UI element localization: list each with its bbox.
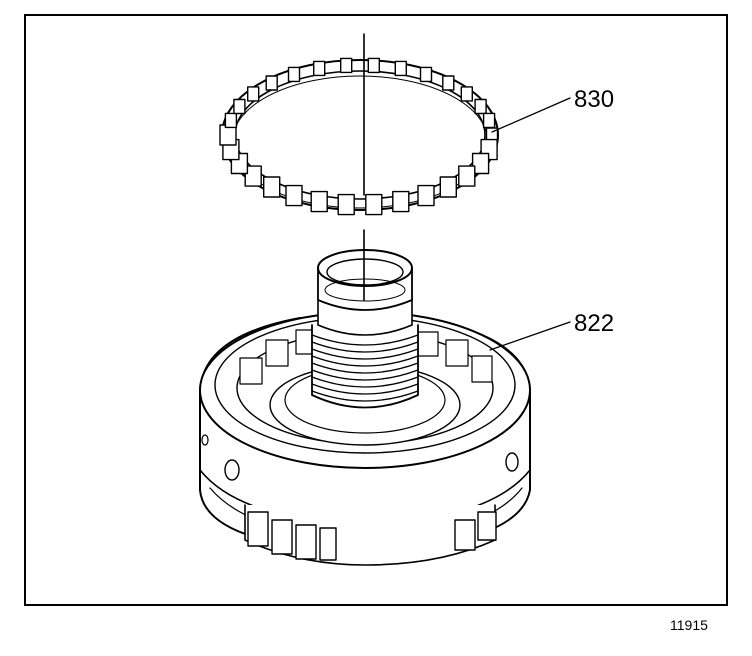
roller-block — [246, 86, 260, 102]
hub-thread — [311, 362, 419, 374]
roller-block — [285, 184, 303, 207]
roller-block — [340, 57, 353, 74]
callout-label-822: 822 — [574, 310, 615, 337]
hub-thread — [311, 376, 419, 388]
roller-block — [419, 66, 433, 83]
roller-block — [337, 193, 355, 216]
figure-number: 11915 — [670, 617, 708, 633]
roller-block — [482, 112, 496, 129]
callout-label-830: 830 — [574, 86, 615, 113]
roller-block — [263, 176, 281, 198]
roller-block — [313, 60, 326, 77]
roller-block — [394, 60, 407, 77]
roller-block — [233, 98, 246, 115]
roller-block — [392, 190, 410, 213]
leader-lines — [489, 97, 571, 351]
roller-block — [224, 112, 238, 129]
hub-thread — [311, 341, 419, 353]
roller-block — [367, 57, 380, 74]
roller-block — [442, 75, 455, 91]
leader-822 — [489, 321, 571, 351]
hub-thread — [311, 334, 419, 346]
roller-block — [365, 193, 383, 216]
hub-thread — [311, 390, 419, 402]
roller-block — [287, 66, 301, 83]
roller-block — [439, 176, 457, 198]
hub-thread — [311, 355, 419, 367]
leader-830 — [491, 97, 571, 133]
roller-clutch-ring — [219, 57, 499, 216]
hub-thread — [311, 383, 419, 395]
hub-thread — [311, 369, 419, 381]
clutch-housing — [199, 249, 531, 566]
hub-thread — [311, 348, 419, 360]
roller-block — [244, 165, 262, 187]
roller-block — [458, 165, 476, 187]
roller-block — [474, 98, 487, 115]
roller-block — [310, 190, 328, 213]
roller-block — [460, 86, 473, 102]
roller-block — [265, 75, 278, 91]
roller-block — [471, 152, 490, 175]
roller-block — [417, 184, 435, 207]
